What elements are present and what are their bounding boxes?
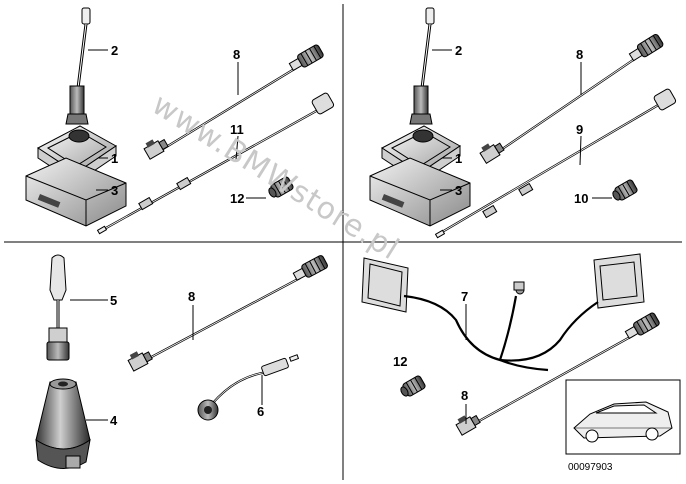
callout-2-tr: 2 xyxy=(455,43,462,58)
callout-4-bl: 4 xyxy=(110,413,118,428)
cable-11-top-left xyxy=(97,92,335,235)
cable-8-top-left xyxy=(141,43,325,160)
antenna-film-left xyxy=(361,257,409,313)
callout-1-tr: 1 xyxy=(455,151,462,166)
callout-8-br: 8 xyxy=(461,388,468,403)
antenna-film-right xyxy=(593,253,645,309)
callout-12-br: 12 xyxy=(393,354,407,369)
watermark: www.BMWstore.pl xyxy=(146,87,406,267)
cable-8-top-right xyxy=(477,32,665,164)
callout-6-bl: 6 xyxy=(257,404,264,419)
callout-5-bl: 5 xyxy=(110,293,117,308)
cable-9-top-right xyxy=(435,88,677,239)
callout-10-tr: 10 xyxy=(574,191,588,206)
callout-3-tl: 3 xyxy=(111,183,118,198)
car-thumbnail xyxy=(565,379,681,455)
wiring-harness-7 xyxy=(403,281,599,372)
cable-6-bottom-left xyxy=(197,354,299,421)
callout-1-tl: 1 xyxy=(111,151,118,166)
callout-9-tr: 9 xyxy=(576,122,583,137)
callout-2-tl: 2 xyxy=(111,43,118,58)
callout-11-tl: 11 xyxy=(230,122,244,137)
callout-12-tl: 12 xyxy=(230,191,244,206)
callout-8-tr: 8 xyxy=(576,47,583,62)
antenna-rod-5 xyxy=(46,254,70,361)
callout-7-br: 7 xyxy=(461,289,468,304)
adapter-10-top-right xyxy=(609,178,639,204)
diagram-code: 00097903 xyxy=(568,462,613,473)
antenna-base-4 xyxy=(35,378,91,469)
adapter-12-bottom-right xyxy=(397,374,427,400)
cable-8-bottom-right xyxy=(453,311,661,436)
cable-8-bottom-left xyxy=(125,254,329,372)
callout-8-bl: 8 xyxy=(188,289,195,304)
callout-3-tr: 3 xyxy=(455,183,462,198)
callout-8-tl: 8 xyxy=(233,47,240,62)
